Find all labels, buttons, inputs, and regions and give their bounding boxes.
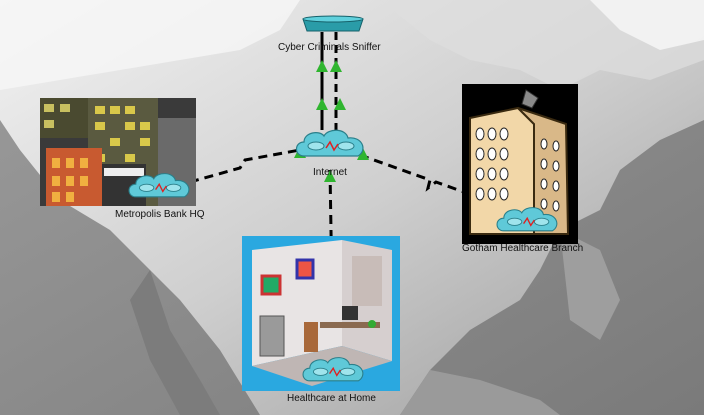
link-up-indicator [357,148,369,160]
home-label: Healthcare at Home [287,393,376,404]
link-metropolis-internet [189,148,301,184]
gotham-router-cloud-icon[interactable] [492,202,566,238]
link-up-indicator [330,60,342,72]
home-router-cloud-icon[interactable] [298,352,372,388]
link-internet-gotham [359,153,501,207]
link-up-indicator [334,98,346,110]
gotham-label: Gotham Healthcare Branch [462,243,584,254]
link-up-indicator [316,98,328,110]
link-up-indicator [324,170,336,182]
metropolis-label: Metropolis Bank HQ [115,209,205,220]
metropolis-router-cloud-icon[interactable] [124,168,198,204]
sniffer-label: Cyber Criminals Sniffer [278,42,381,53]
internet-label: Internet [313,167,347,178]
link-up-indicator [316,60,328,72]
sniffer-icon[interactable] [301,15,365,37]
metropolis-image [40,98,196,206]
internet-cloud-icon[interactable] [292,124,372,164]
home-image [242,236,400,391]
